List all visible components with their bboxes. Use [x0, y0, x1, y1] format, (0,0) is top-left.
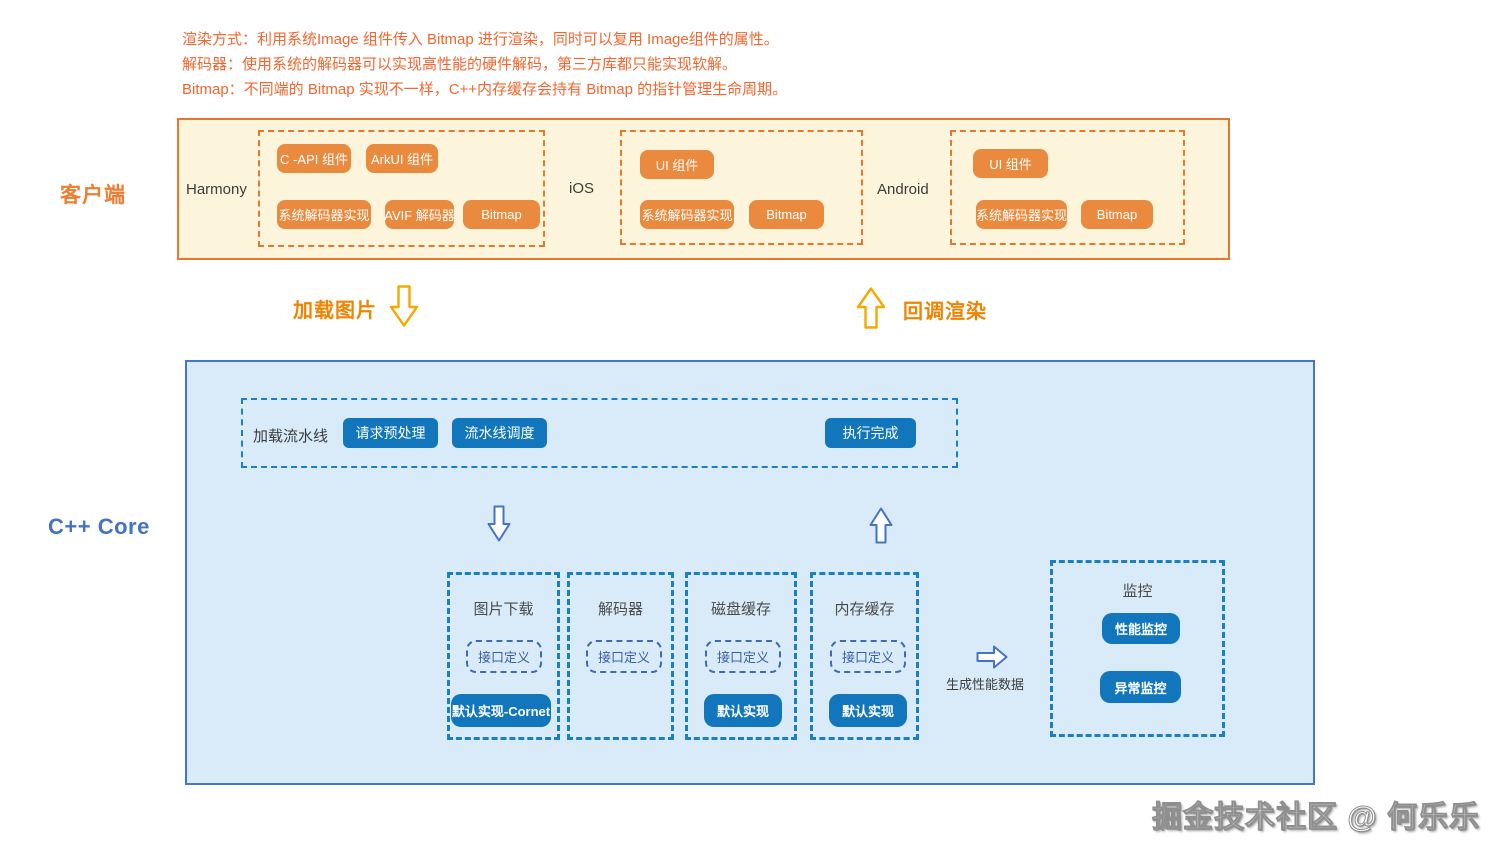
monitor-box [1050, 560, 1225, 737]
note-decoder: 解码器：使用系统的解码器可以实现高性能的硬件解码，第三方库都只能实现软解。 [182, 56, 738, 73]
callback-render-label: 回调渲染 [903, 301, 987, 323]
pipeline-label: 加载流水线 [253, 428, 329, 445]
module-decoder-interface: 接口定义 [586, 640, 662, 673]
pipeline-step-complete: 执行完成 [825, 418, 916, 448]
core-section-label: C++ Core [48, 514, 150, 539]
client-band [177, 118, 1230, 260]
chip-android-system-decoder: 系统解码器实现 [976, 200, 1067, 229]
module-image-download-title: 图片下载 [473, 601, 534, 618]
load-image-down-arrow-icon [389, 285, 419, 327]
watermark: 掘金技术社区 @ 何乐乐 [1152, 801, 1480, 835]
pipeline-step-schedule: 流水线调度 [452, 418, 547, 448]
module-decoder-title: 解码器 [597, 601, 643, 618]
chip-harmony-bitmap: Bitmap [463, 200, 540, 229]
platform-label-ios: iOS [569, 180, 595, 197]
chip-c-api-component: C -API 组件 [277, 144, 351, 173]
module-image-download-impl: 默认实现-Cornet [451, 694, 551, 727]
module-disk-cache-title: 磁盘缓存 [710, 601, 771, 618]
chip-arkui-component: ArkUI 组件 [366, 144, 438, 173]
chip-android-bitmap: Bitmap [1081, 200, 1153, 229]
android-group-box [950, 130, 1185, 245]
module-disk-cache-impl: 默认实现 [704, 694, 782, 727]
note-bitmap: Bitmap：不同端的 Bitmap 实现不一样，C++内存缓存会持有 Bitm… [182, 81, 788, 98]
harmony-group-box [258, 130, 545, 247]
platform-label-android: Android [877, 181, 929, 198]
module-decoder-box [567, 572, 674, 740]
perf-data-label: 生成性能数据 [946, 677, 1025, 692]
monitor-title: 监控 [1122, 583, 1153, 600]
platform-label-harmony: Harmony [186, 181, 247, 198]
chip-ios-ui-component: UI 组件 [640, 150, 714, 179]
module-memory-cache-impl: 默认实现 [829, 694, 907, 727]
chip-harmony-system-decoder: 系统解码器实现 [277, 200, 371, 229]
chip-ios-bitmap: Bitmap [749, 200, 824, 229]
module-memory-cache-box [810, 572, 919, 740]
pipeline-box [241, 398, 958, 468]
pipeline-step-preprocess: 请求预处理 [343, 418, 438, 448]
module-image-download-interface: 接口定义 [466, 640, 542, 673]
chip-avif-decoder: AVIF 解码器 [384, 200, 455, 229]
chip-ios-system-decoder: 系统解码器实现 [640, 200, 734, 229]
note-render-method: 渲染方式：利用系统Image 组件传入 Bitmap 进行渲染，同时可以复用 I… [182, 31, 779, 48]
module-image-download-box [447, 572, 560, 740]
monitor-performance-btn: 性能监控 [1102, 613, 1180, 644]
module-memory-cache-interface: 接口定义 [830, 640, 906, 673]
callback-render-up-arrow-icon [856, 287, 886, 329]
ios-group-box [620, 130, 863, 245]
chip-android-ui-component: UI 组件 [973, 149, 1048, 178]
load-image-label: 加载图片 [293, 300, 377, 322]
module-memory-cache-title: 内存缓存 [834, 601, 895, 618]
core-up-arrow-icon [869, 507, 893, 544]
client-section-label: 客户端 [60, 184, 126, 207]
module-disk-cache-interface: 接口定义 [705, 640, 781, 673]
annotation-notes: 渲染方式：利用系统Image 组件传入 Bitmap 进行渲染，同时可以复用 I… [182, 27, 787, 102]
module-disk-cache-box [685, 572, 797, 740]
core-down-arrow-icon [487, 505, 511, 542]
perf-data-right-arrow-icon [976, 645, 1008, 669]
monitor-exception-btn: 异常监控 [1100, 671, 1181, 703]
